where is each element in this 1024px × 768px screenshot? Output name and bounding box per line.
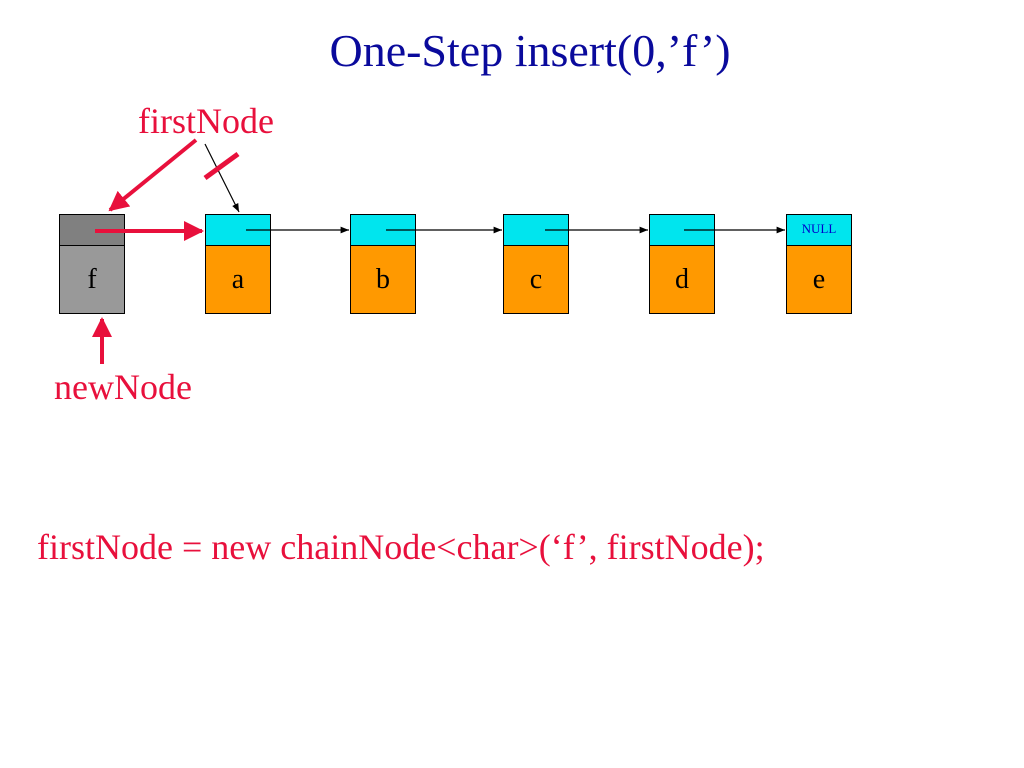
chain-node-value: d <box>649 246 715 314</box>
chain-node-b: b <box>350 214 416 314</box>
chain-node-d: d <box>649 214 715 314</box>
chain-node-value: c <box>503 246 569 314</box>
code-line: firstNode = new chainNode<char>(‘f’, fir… <box>37 527 765 567</box>
chain-node-a: a <box>205 214 271 314</box>
chain-node-pointer-cell <box>649 214 715 246</box>
chain-node-value: e <box>786 246 852 314</box>
old-first-node-arrow <box>204 143 240 213</box>
strike-mark <box>203 151 240 181</box>
chain-node-e: NULL e <box>786 214 852 314</box>
chain-node-pointer-cell <box>350 214 416 246</box>
first-node-label: firstNode <box>138 101 274 141</box>
chain-node-pointer-cell <box>503 214 569 246</box>
new-node-value: f <box>59 246 125 314</box>
page-title: One-Step insert(0,’f’) <box>329 25 731 76</box>
chain-node-c: c <box>503 214 569 314</box>
new-node: f <box>59 214 125 314</box>
new-node-label: newNode <box>54 367 192 407</box>
chain-node-pointer-cell <box>205 214 271 246</box>
chain-node-pointer-cell: NULL <box>786 214 852 246</box>
new-node-pointer-cell <box>59 214 125 246</box>
null-pointer-text: NULL <box>801 221 837 236</box>
chain-node-value: b <box>350 246 416 314</box>
chain-node-value: a <box>205 246 271 314</box>
first-node-new-arrow <box>108 138 198 212</box>
